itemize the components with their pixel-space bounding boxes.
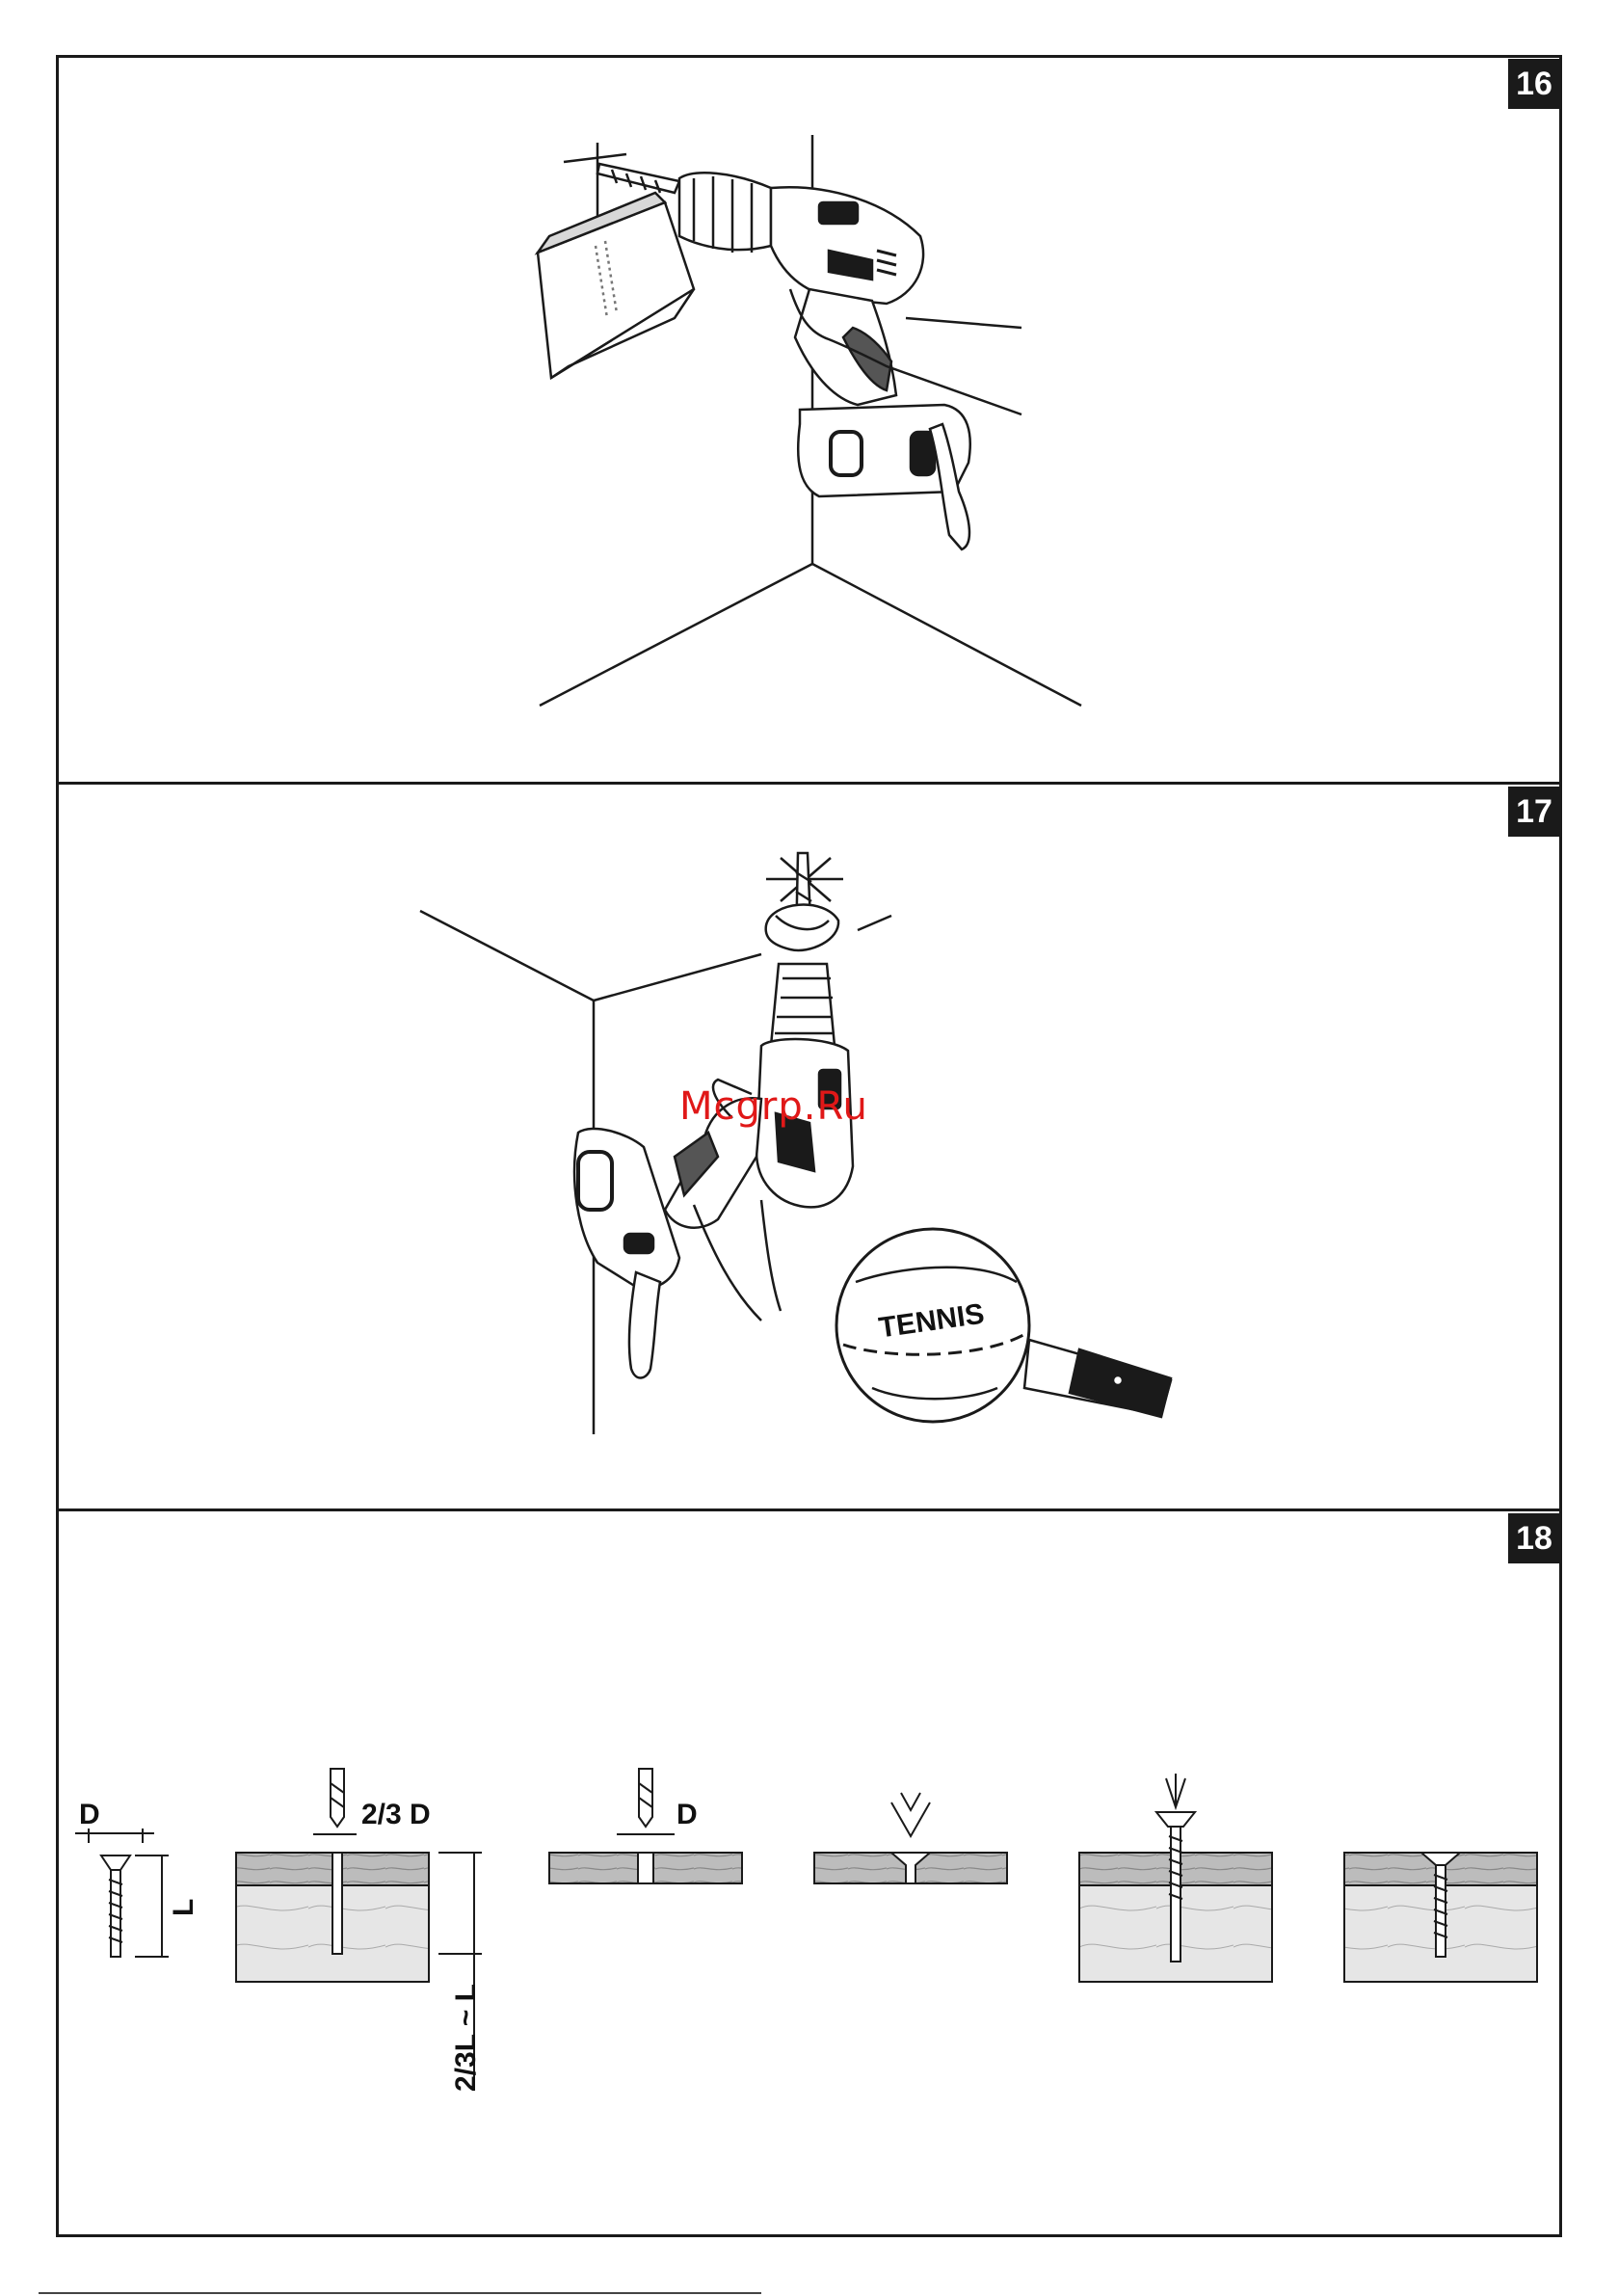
bottom-rule (39, 2292, 761, 2294)
watermark-text: Mcgrp.Ru (679, 1084, 868, 1129)
label-d-bit: D (676, 1799, 698, 1830)
label-two-thirds-l: 2/3L ~ L (450, 1984, 482, 2092)
label-l: L (168, 1899, 199, 1916)
label-two-thirds-d: 2/3 D (361, 1799, 431, 1830)
label-d: D (79, 1799, 100, 1830)
